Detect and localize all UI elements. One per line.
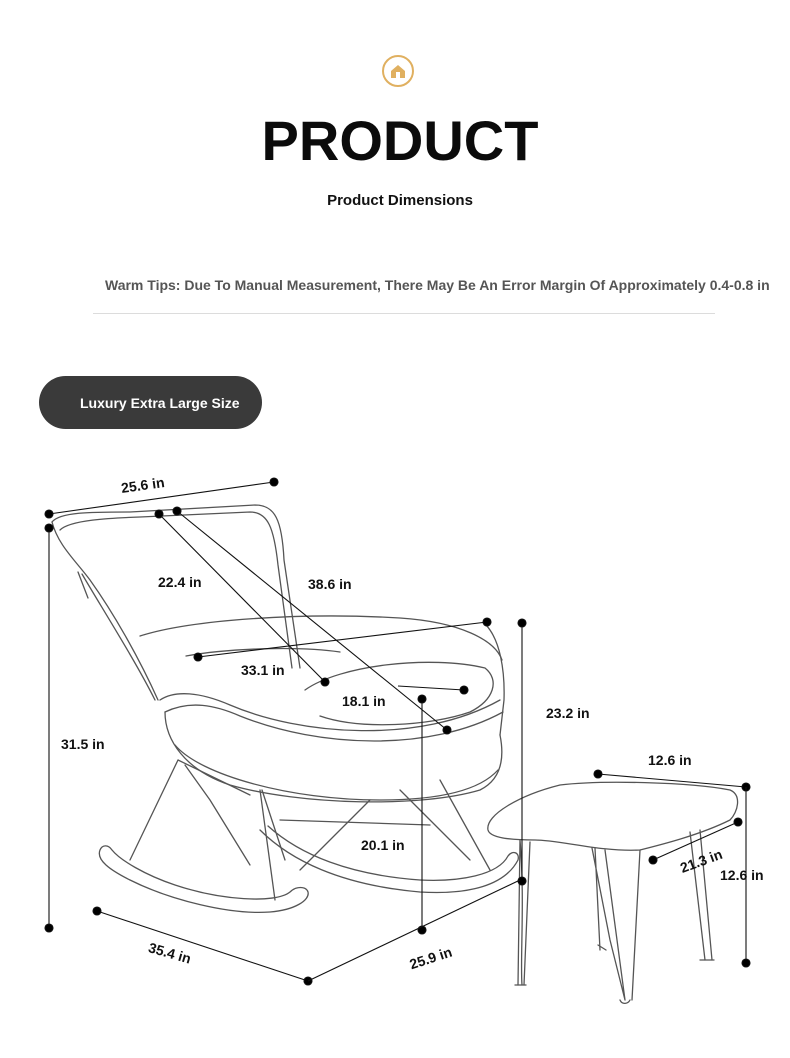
dim-seat-width: 33.1 in (241, 662, 285, 678)
dim-seat-height: 20.1 in (361, 837, 405, 853)
divider (93, 313, 715, 314)
dim-cushion-depth: 18.1 in (342, 693, 386, 709)
dimension-diagram: 25.6 in 22.4 in 38.6 in 33.1 in 18.1 in … (44, 474, 764, 1005)
dim-base-length: 35.4 in (147, 939, 193, 966)
dim-ottoman-depth: 21.3 in (678, 846, 724, 876)
dim-base-width: 25.9 in (408, 944, 454, 973)
dim-ottoman-height: 12.6 in (720, 867, 764, 883)
dim-chair-width: 25.6 in (120, 474, 165, 496)
dim-seat-depth: 22.4 in (158, 574, 202, 590)
size-badge-label: Luxury Extra Large Size (80, 394, 240, 411)
dimension-lines (44, 477, 751, 986)
dim-backrest-diagonal: 38.6 in (308, 576, 352, 592)
dim-total-height: 31.5 in (61, 736, 105, 752)
dim-arm-height: 23.2 in (546, 705, 590, 721)
rocking-chair-illustration (51, 504, 739, 1005)
page-title: PRODUCT (261, 109, 539, 172)
size-badge: Luxury Extra Large Size (39, 376, 262, 429)
home-icon (382, 55, 414, 87)
dim-ottoman-width: 12.6 in (648, 752, 692, 768)
warm-tips-text: Warm Tips: Due To Manual Measurement, Th… (105, 277, 770, 293)
page-subtitle: Product Dimensions (327, 192, 473, 209)
